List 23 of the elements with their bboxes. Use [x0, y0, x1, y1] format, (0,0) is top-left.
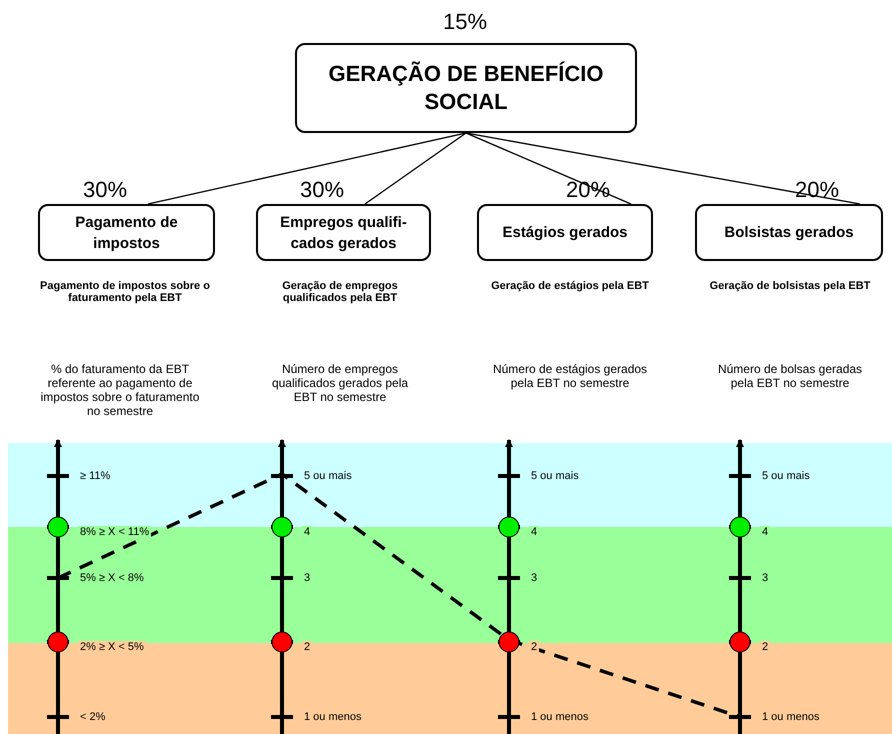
- description-text: Geração de bolsistas pela EBT: [708, 280, 872, 292]
- connector-line: [148, 132, 466, 205]
- criterion-box: Estágios gerados: [477, 204, 653, 261]
- axis-title: Número de estágios gerados pela EBT no semestre: [492, 362, 648, 390]
- description-text: Geração de estágios pela EBT: [490, 280, 650, 292]
- weight-label: 20%: [794, 178, 840, 202]
- weight-label: 30%: [298, 178, 346, 202]
- description-text: Geração de empregos qualificados pela EBT: [281, 280, 399, 304]
- connector-line: [364, 132, 466, 205]
- weight-label: 15%: [442, 10, 488, 34]
- weight-label: 30%: [82, 178, 128, 202]
- criterion-box: Empregos qualifi- cados gerados: [256, 204, 431, 261]
- tick-label: 2: [529, 641, 540, 654]
- tick-label: 8% ≥ X < 11%: [78, 526, 152, 539]
- axis-title: Número de bolsas geradas pela EBT no semestre: [716, 362, 864, 390]
- axis-title: Número de empregos qualificados gerados pela EBT no semestre: [270, 362, 410, 404]
- goal-box: GERAÇÃO DE BENEFÍCIO SOCIAL: [295, 43, 637, 133]
- criterion-box: Bolsistas gerados: [695, 204, 883, 261]
- criterion-box: Pagamento de impostos: [38, 204, 215, 261]
- connector-line: [466, 132, 860, 205]
- connector-line: [466, 132, 632, 205]
- axis-title: % do faturamento da EBT referente ao pagamento de impostos sobre o faturamento no semestre: [40, 362, 200, 418]
- description-text: Pagamento de impostos sobre o faturamento pela EBT: [40, 280, 210, 304]
